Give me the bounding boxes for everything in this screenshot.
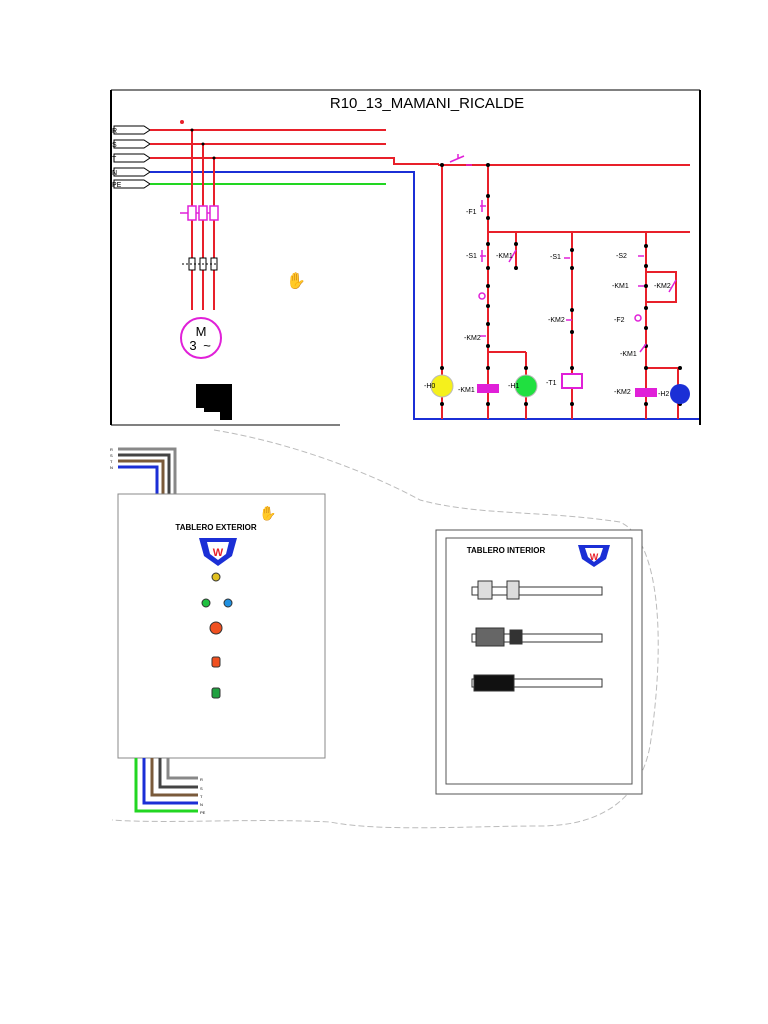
- out-label-n: N: [200, 802, 203, 807]
- bus-n: N: [112, 167, 386, 177]
- tag-km2-aux: -KM2: [654, 283, 671, 290]
- pilot-light-yellow: [211, 572, 221, 582]
- start-button[interactable]: [211, 687, 221, 699]
- shield-logo-icon: W: [199, 538, 237, 566]
- motor: M 3 ~: [180, 317, 222, 359]
- coil-km1: [477, 384, 499, 393]
- terminal-dots: [440, 163, 682, 406]
- hand-cursor-icon-2[interactable]: ✋: [259, 505, 276, 521]
- breaker-q1: [180, 205, 219, 221]
- din-rail-3: [471, 674, 603, 692]
- load-devices: -H0 -KM1 -H1 -T1 -KM2 -H2: [424, 373, 690, 404]
- tag-km2: -KM2: [548, 317, 565, 324]
- bus-label-t: T: [112, 156, 117, 163]
- din-rail-1: [471, 580, 603, 600]
- control-tags: -F1 -S1 -KM1 -S1 -S2 -KM1 -KM2 -KM2 -F2 …: [464, 209, 671, 358]
- tag-km1-c: -KM1: [620, 351, 637, 358]
- interior-panel-title: TABLERO INTERIOR: [467, 546, 546, 555]
- black-device: [196, 384, 232, 420]
- motor-symbol: ~: [203, 338, 211, 353]
- svg-text:W: W: [590, 552, 599, 562]
- svg-text:T: T: [110, 459, 113, 464]
- schematic-title: R10_13_MAMANI_RICALDE: [330, 95, 524, 112]
- coil-km2: [635, 388, 657, 397]
- control-rungs: [441, 165, 679, 419]
- svg-text:N: N: [110, 465, 113, 470]
- tablero-exterior: TABLERO EXTERIOR W ✋: [117, 493, 326, 759]
- bus-s: S: [112, 139, 386, 149]
- tag-t1: -T1: [546, 380, 557, 387]
- timer-t1: [561, 373, 583, 389]
- out-label-r: R: [200, 777, 203, 782]
- hand-cursor-icon[interactable]: ✋: [286, 271, 306, 290]
- svg-text:W: W: [213, 547, 224, 559]
- tag-f1: -F1: [466, 209, 477, 216]
- tag-km1-aux: -KM1: [496, 253, 513, 260]
- tag-h0: -H0: [424, 383, 435, 390]
- tag-km1-b: -KM1: [612, 283, 629, 290]
- pilot-light-blue: [223, 598, 233, 608]
- svg-text:R: R: [110, 447, 113, 452]
- bus-label-s: S: [112, 142, 117, 149]
- bus-label-pe: PE: [112, 182, 122, 189]
- control-feed: [386, 157, 699, 420]
- lamp-h2: [670, 384, 690, 404]
- tag-s1: -S1: [466, 253, 477, 260]
- emergency-stop-button[interactable]: [209, 621, 223, 635]
- tag-h2: -H2: [658, 391, 669, 398]
- out-label-s: S: [200, 786, 203, 791]
- shield-logo-icon-2: W: [578, 545, 610, 567]
- motor-label-m: M: [196, 324, 207, 339]
- bus-t: T: [112, 153, 386, 163]
- tag-coil-km1: -KM1: [458, 387, 475, 394]
- bus-lines: R S T N PE: [112, 125, 386, 189]
- lamp-h1: [514, 374, 538, 398]
- stop-button[interactable]: [211, 656, 221, 668]
- din-rail-2: [471, 627, 603, 647]
- tablero-interior: TABLERO INTERIOR W: [435, 529, 643, 795]
- out-label-pe: PE: [200, 810, 206, 815]
- schematic-sheet: R10_13_MAMANI_RICALDE: [110, 89, 701, 425]
- tag-f2: -F2: [614, 317, 625, 324]
- tag-s1-alt: -S1: [550, 254, 561, 261]
- bus-label-r: R: [112, 128, 117, 135]
- tag-s2: -S2: [616, 253, 627, 260]
- tag-coil-km2: -KM2: [614, 389, 631, 396]
- svg-text:S: S: [110, 453, 113, 458]
- bus-label-n: N: [112, 170, 117, 177]
- control-switches: [449, 154, 677, 353]
- motor-label-phases: 3: [189, 338, 196, 353]
- bus-pe: PE: [112, 179, 386, 189]
- panel-drawing: R S T N TABLERO EXTERIOR W ✋: [110, 384, 659, 829]
- outgoing-cables: R S T N PE: [134, 758, 206, 815]
- lamp-h0: [430, 374, 454, 398]
- contactor-km1-main: [182, 257, 218, 271]
- out-label-t: T: [200, 794, 203, 799]
- tag-km2-b: -KM2: [464, 335, 481, 342]
- bus-r: R: [112, 125, 386, 135]
- tag-h1: -H1: [508, 383, 519, 390]
- pilot-light-green: [201, 598, 211, 608]
- incoming-cables: R S T N: [110, 447, 177, 494]
- exterior-panel-title: TABLERO EXTERIOR: [175, 523, 256, 532]
